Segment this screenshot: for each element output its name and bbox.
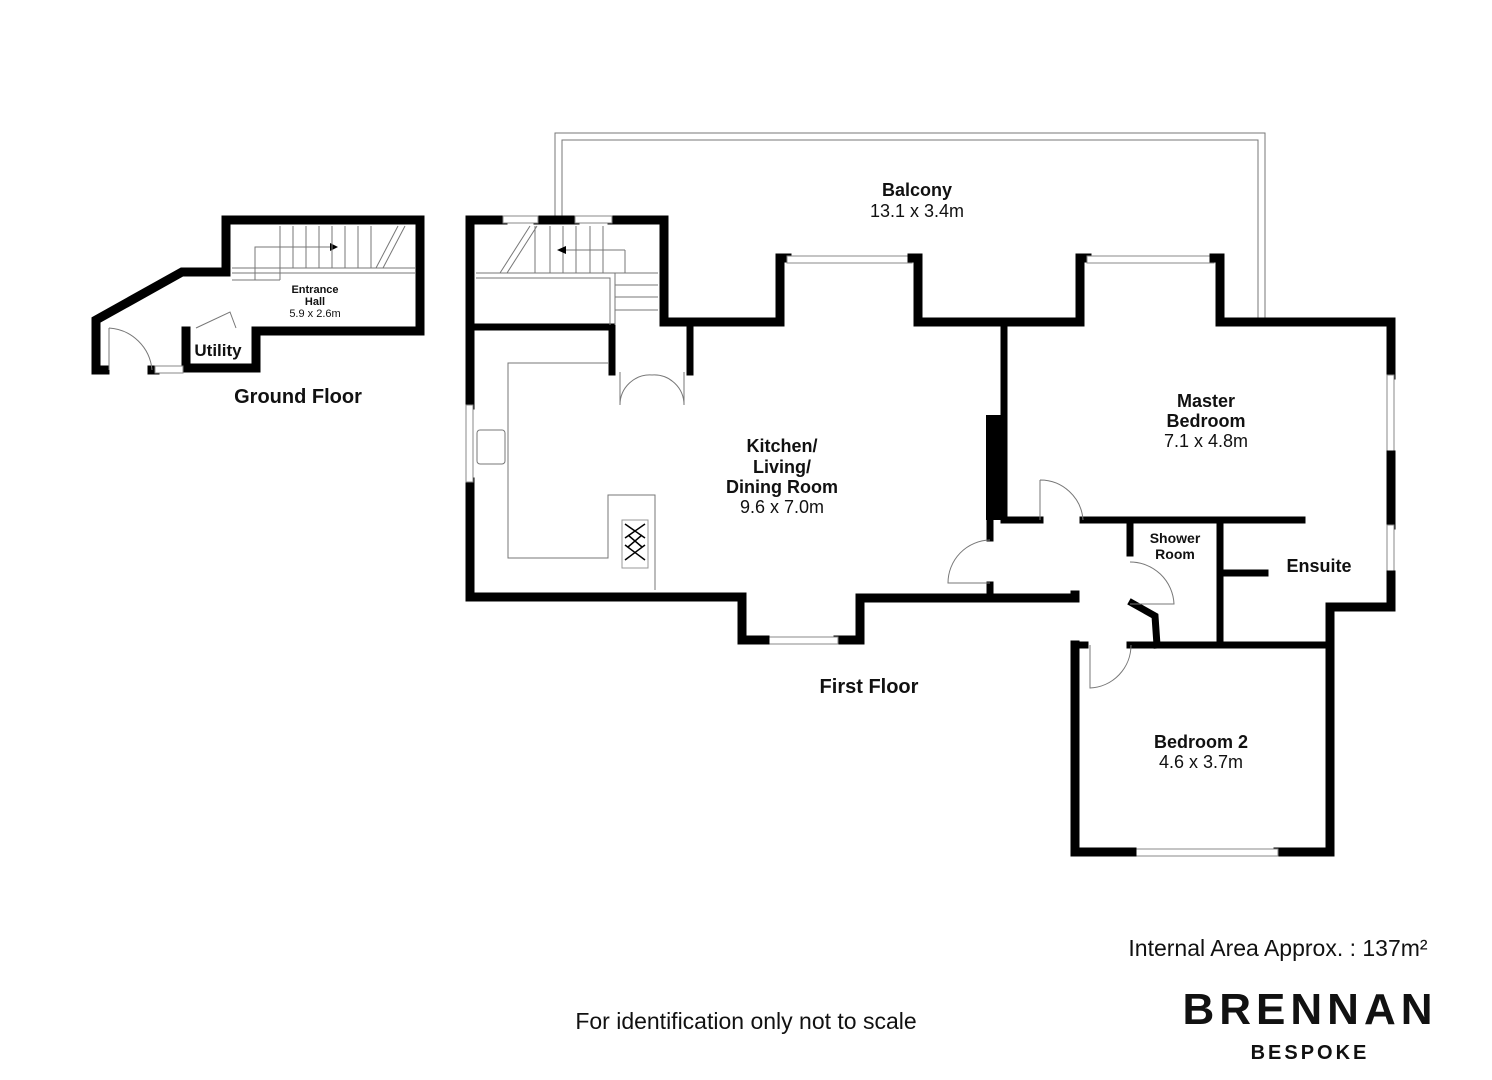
stair-arrow-icon: [557, 246, 566, 254]
room-labels: Entrance Hall 5.9 x 2.6m Utility Ground …: [194, 180, 1351, 772]
entrance-hall-size: 5.9 x 2.6m: [289, 308, 340, 320]
ground-floor-label: Ground Floor: [234, 386, 362, 408]
entrance-hall-label: Entrance: [291, 284, 338, 296]
shower-room-label-2: Room: [1155, 546, 1195, 562]
stairs-first: [476, 225, 658, 325]
ensuite-label: Ensuite: [1286, 556, 1351, 576]
kitchen-label-2: Living/: [753, 457, 811, 477]
kitchen-label: Kitchen/: [746, 436, 817, 456]
balcony-size: 13.1 x 3.4m: [870, 201, 964, 221]
footer: Internal Area Approx. : 137m² For identi…: [575, 935, 1438, 1064]
bedroom-2-size: 4.6 x 3.7m: [1159, 752, 1243, 772]
first-floor-plan: [465, 215, 1396, 857]
brand-logo: BRENNAN: [1183, 985, 1438, 1034]
internal-area: Internal Area Approx. : 137m²: [1128, 935, 1428, 961]
ground-floor-plan: [91, 215, 425, 375]
balcony-label: Balcony: [882, 180, 952, 200]
hob-icon: [621, 519, 649, 569]
doors: [619, 372, 1175, 689]
brand-subtitle: BESPOKE: [1251, 1042, 1370, 1064]
kitchen-size: 9.6 x 7.0m: [740, 497, 824, 517]
master-bedroom-size: 7.1 x 4.8m: [1164, 431, 1248, 451]
stairs-ground: [232, 225, 416, 281]
utility-label: Utility: [194, 341, 242, 360]
disclaimer: For identification only not to scale: [575, 1008, 916, 1034]
first-floor-label: First Floor: [820, 676, 919, 698]
shower-room-label: Shower: [1150, 530, 1201, 546]
sink-icon: [476, 429, 506, 465]
master-bedroom-label-2: Bedroom: [1166, 411, 1245, 431]
master-bedroom-label: Master: [1177, 391, 1235, 411]
balcony-outline: [554, 132, 1266, 318]
kitchen-label-3: Dining Room: [726, 477, 838, 497]
kitchen-counter: [507, 362, 656, 590]
entrance-hall-label-2: Hall: [305, 296, 325, 308]
bedroom-2-label: Bedroom 2: [1154, 732, 1248, 752]
